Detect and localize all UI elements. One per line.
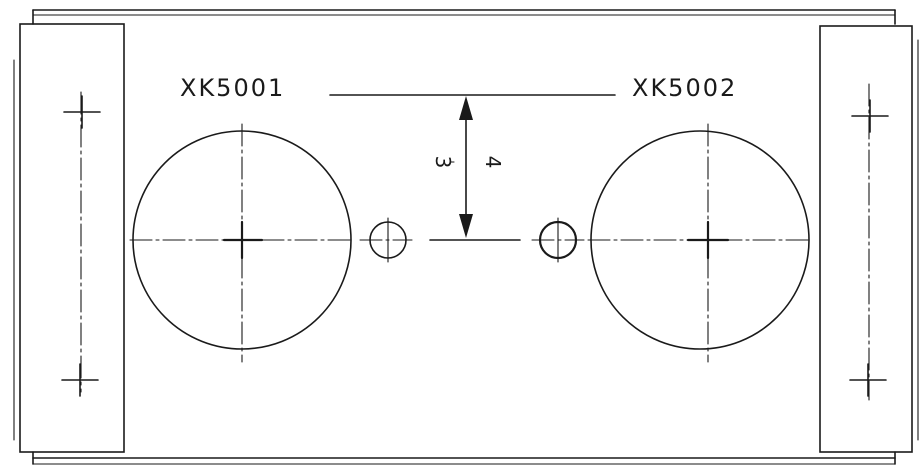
dimension-numerator: 3 (431, 156, 455, 169)
dimension-denominator: 4 (481, 156, 505, 169)
left-large-hole (129, 123, 355, 363)
dimension-arrow-up (459, 96, 473, 120)
right-bracket (819, 25, 919, 453)
right-part-label: XK5002 (632, 74, 737, 102)
left-part-label: XK5001 (180, 74, 285, 102)
vertical-dimension: 3 4 (431, 96, 505, 238)
panel-outline (32, 9, 896, 465)
left-bracket (13, 23, 125, 453)
dimension-arrow-down (459, 214, 473, 238)
right-large-hole (587, 123, 813, 363)
right-small-hole (531, 217, 585, 263)
left-small-hole (359, 217, 413, 263)
